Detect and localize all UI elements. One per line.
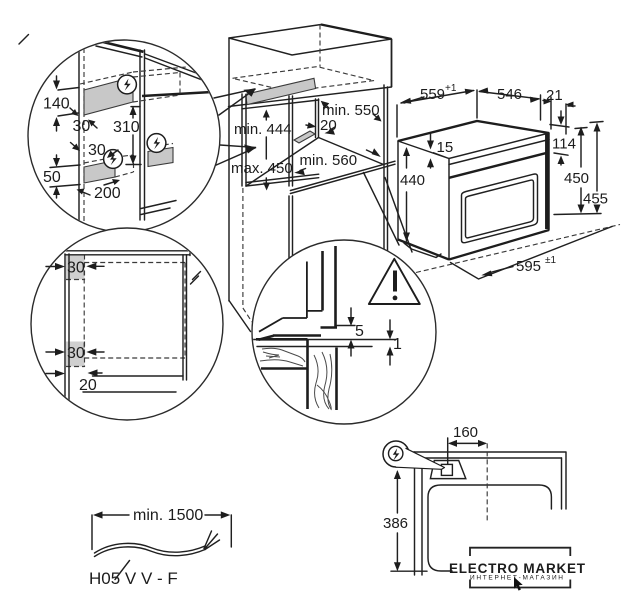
- svg-text:450: 450: [564, 170, 589, 187]
- svg-text:440: 440: [400, 172, 425, 189]
- svg-text:min. 550: min. 550: [322, 102, 380, 119]
- svg-text:H05 V V - F: H05 V V - F: [89, 569, 178, 588]
- svg-text:595: 595: [516, 258, 541, 275]
- svg-text:+1: +1: [445, 83, 457, 94]
- svg-text:30: 30: [67, 345, 85, 362]
- svg-text:30: 30: [88, 142, 106, 159]
- svg-text:386: 386: [383, 515, 408, 532]
- svg-text:200: 200: [94, 185, 121, 202]
- svg-text:114: 114: [552, 136, 576, 153]
- svg-text:310: 310: [113, 119, 140, 136]
- svg-text:559: 559: [420, 86, 445, 103]
- svg-text:ИНТЕРНЕТ-МАГАЗИН: ИНТЕРНЕТ-МАГАЗИН: [470, 575, 563, 582]
- svg-text:1: 1: [393, 336, 402, 353]
- svg-text:30: 30: [67, 260, 85, 277]
- svg-text:15: 15: [437, 139, 454, 156]
- svg-text:140: 140: [43, 96, 70, 113]
- svg-text:max. 450: max. 450: [231, 160, 293, 177]
- svg-text:5: 5: [355, 323, 364, 340]
- svg-text:546: 546: [497, 86, 522, 103]
- svg-text:50: 50: [43, 169, 61, 186]
- svg-text:ELECTRO MARKET: ELECTRO MARKET: [449, 561, 586, 576]
- svg-text:20: 20: [79, 377, 97, 394]
- svg-text:160: 160: [453, 424, 478, 441]
- svg-text:min. 1500: min. 1500: [133, 507, 203, 524]
- svg-text:min. 444: min. 444: [234, 121, 292, 138]
- svg-text:455: 455: [583, 191, 608, 208]
- svg-text:30: 30: [73, 118, 91, 135]
- svg-text:min. 560: min. 560: [300, 152, 358, 169]
- svg-text:21: 21: [546, 87, 563, 104]
- svg-text:±1: ±1: [545, 255, 556, 266]
